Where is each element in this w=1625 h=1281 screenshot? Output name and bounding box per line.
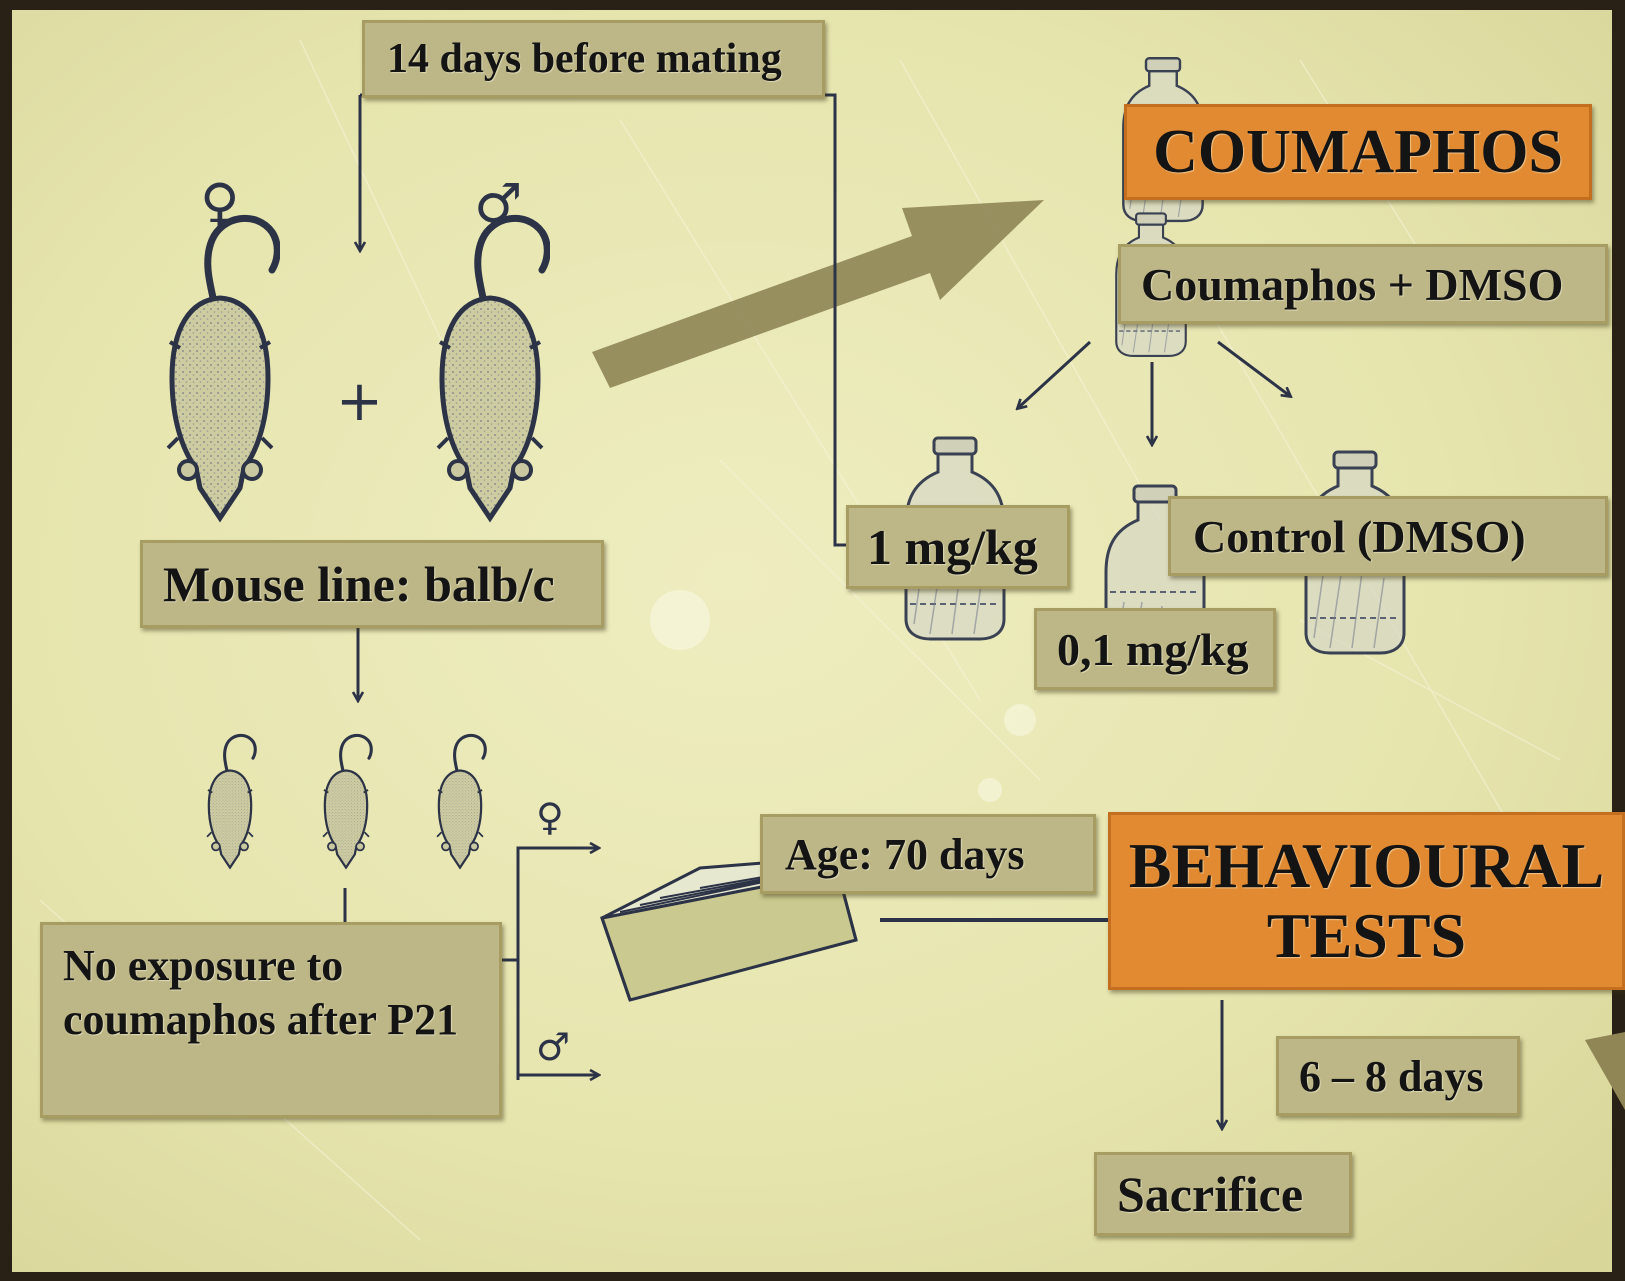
age-label: Age: 70 days (760, 814, 1096, 894)
split-to-female (516, 848, 598, 1080)
vehicle-mix-label: Coumaphos + DMSO (1118, 244, 1608, 324)
big-arrow-edge (1585, 1032, 1625, 1110)
pretreatment-label: 14 days before mating (362, 20, 825, 98)
offspring-female-symbol: ♀ (536, 795, 564, 839)
behavioural-tests-label: BEHAVIOURAL TESTS (1108, 812, 1625, 990)
sacrifice-label: Sacrifice (1094, 1152, 1352, 1236)
offspring-male-symbol: ♂ (536, 1025, 570, 1069)
high-dose-label: 1 mg/kg (846, 505, 1070, 589)
low-dose-label: 0,1 mg/kg (1034, 608, 1276, 690)
plus-sign: + (336, 369, 383, 434)
arrow-to-control (1217, 340, 1290, 396)
no-exposure-note: No exposure to coumaphos after P21 (40, 922, 502, 1118)
paper-stains (650, 590, 1036, 802)
mouse-line-label: Mouse line: balb/c (140, 540, 604, 628)
control-label: Control (DMSO) (1168, 496, 1608, 576)
big-arrow-to-treatment (592, 200, 1044, 388)
arrow-to-high-dose (1018, 340, 1092, 408)
compound-label: COUMAPHOS (1124, 104, 1592, 200)
duration-label: 6 – 8 days (1276, 1036, 1520, 1116)
